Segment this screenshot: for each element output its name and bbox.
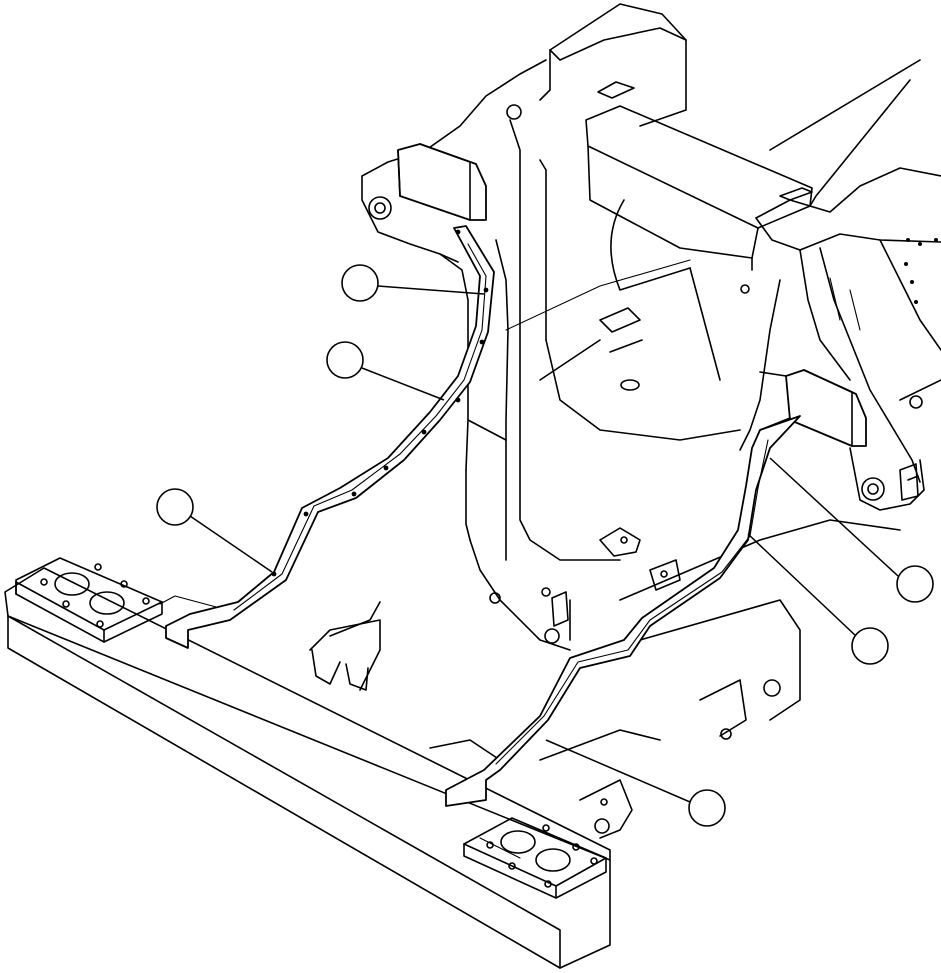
frame-top-box	[506, 3, 921, 271]
callout-5[interactable]	[851, 627, 889, 665]
callout-1-leader	[377, 285, 485, 295]
frame-center-column	[509, 119, 750, 561]
callout-2[interactable]	[326, 341, 364, 379]
frame-lower-center	[469, 519, 901, 740]
lower-right-bracket	[429, 729, 661, 839]
mounting-plate-left	[15, 557, 163, 643]
callout-1[interactable]	[341, 264, 379, 302]
right-trim-strip	[445, 415, 801, 807]
callout-2-leader	[361, 367, 445, 401]
callouts	[156, 264, 934, 827]
front-cross-beam	[4, 567, 611, 969]
frame-right-upper	[739, 167, 941, 483]
left-trim-strip	[165, 225, 495, 649]
right-pad-block	[759, 369, 867, 447]
callout-6-leader	[545, 739, 691, 803]
right-end-lug	[849, 447, 925, 511]
callout-6[interactable]	[688, 789, 726, 827]
callout-4[interactable]	[896, 565, 934, 603]
callout-4-leader	[769, 457, 899, 577]
callout-5-leader	[747, 533, 857, 637]
callout-3-leader	[189, 515, 273, 573]
frame-left-upright	[361, 59, 691, 561]
callout-3[interactable]	[156, 488, 194, 526]
mounting-plate-right	[463, 817, 607, 899]
left-pad-block	[397, 143, 487, 221]
lower-left-bracket	[309, 601, 381, 691]
